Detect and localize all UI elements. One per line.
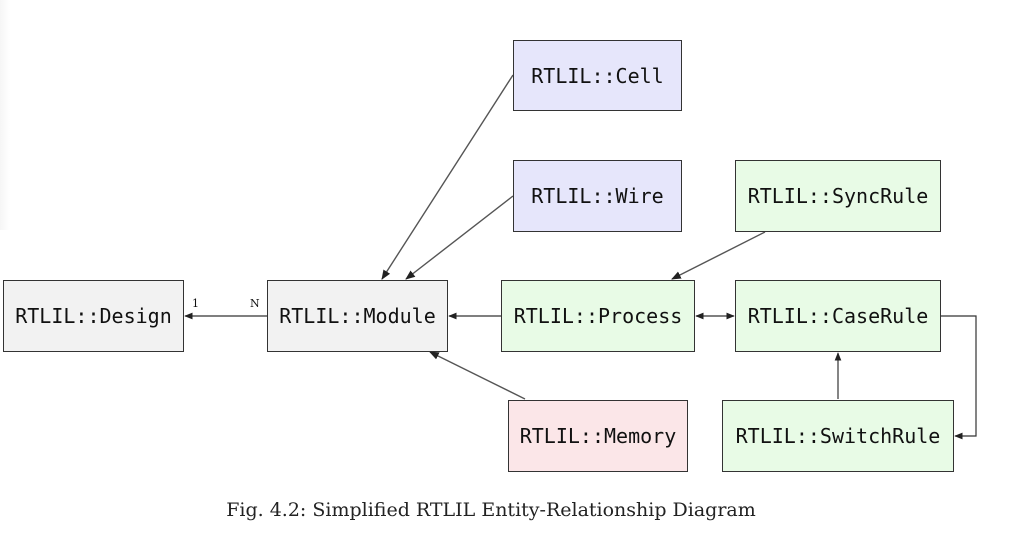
node-cell: RTLIL::Cell	[513, 40, 682, 111]
node-caserule: RTLIL::CaseRule	[735, 280, 941, 352]
node-switchrule: RTLIL::SwitchRule	[722, 400, 954, 472]
node-syncrule: RTLIL::SyncRule	[735, 160, 941, 232]
node-process: RTLIL::Process	[501, 280, 695, 352]
cardinality-one: 1	[192, 297, 199, 310]
left-edge-shade	[0, 0, 10, 230]
node-module: RTLIL::Module	[267, 280, 448, 352]
edge-cell-to-module	[381, 74, 514, 280]
edge-wire-to-module	[405, 195, 514, 280]
cardinality-many: N	[250, 297, 260, 310]
edge-syncrule-to-process	[671, 231, 766, 280]
figure-caption: Fig. 4.2: Simplified RTLIL Entity-Relati…	[226, 499, 756, 521]
node-wire: RTLIL::Wire	[513, 160, 682, 232]
edge-memory-to-module	[429, 351, 526, 400]
node-memory: RTLIL::Memory	[508, 400, 688, 472]
edge-caserule-to-switchrule	[941, 315, 977, 440]
node-design: RTLIL::Design	[3, 280, 184, 352]
